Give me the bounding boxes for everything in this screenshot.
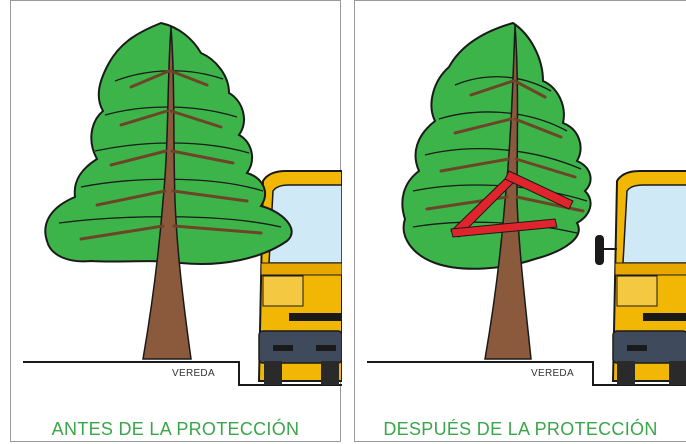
panel-before: VEREDA ANTES DE LA PROTECCIÓN	[10, 0, 342, 442]
sidewalk-label: VEREDA	[531, 368, 574, 379]
sidewalk-label: VEREDA	[172, 368, 215, 379]
truck-icon	[257, 170, 342, 385]
ground-line	[23, 361, 342, 386]
tree-icon	[401, 21, 592, 360]
panel-after: VEREDA DESPUÉS DE LA PROTECCIÓN	[354, 0, 686, 442]
before-illustration	[23, 21, 342, 386]
mirror	[595, 235, 604, 265]
after-illustration	[367, 21, 686, 386]
caption-before: ANTES DE LA PROTECCIÓN	[51, 419, 300, 439]
ground-line	[367, 361, 686, 386]
protection-straps	[450, 170, 574, 238]
tree-icon	[44, 21, 293, 360]
truck-icon	[595, 170, 686, 385]
caption-after: DESPUÉS DE LA PROTECCIÓN	[383, 419, 658, 439]
